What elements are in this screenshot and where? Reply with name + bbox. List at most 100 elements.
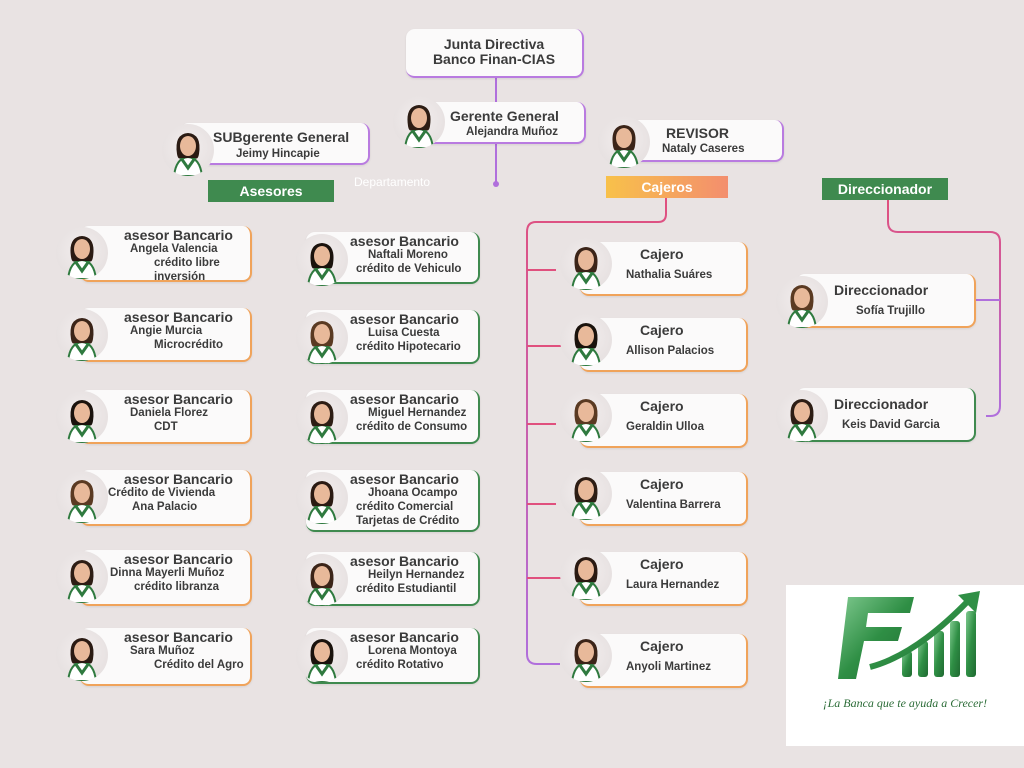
cajero-card-1-title: Cajero: [640, 246, 684, 262]
auditor-photo: [598, 116, 650, 168]
board-title-line2: Banco Finan-CIAS: [432, 51, 556, 67]
cajero-card-4-title: Cajero: [640, 476, 684, 492]
asesor-left-card-2-line-2: Microcrédito: [154, 339, 224, 351]
asesor-left-card-4-line-2: Ana Palacio: [132, 501, 198, 513]
cajero-card-3-title: Cajero: [640, 398, 684, 414]
manager-name: Alejandra Muñoz: [466, 126, 559, 138]
direccionador-card-2-title: Direccionador: [834, 396, 929, 412]
asesor-left-card-6-photo: [56, 629, 108, 681]
asesor-left-card-6-title: asesor Bancario: [124, 629, 233, 645]
asesor-left-card-1-line-1: Angela Valencia: [130, 243, 218, 255]
cajero-card-5-title: Cajero: [640, 556, 684, 572]
asesor-right-card-6-line-2: crédito Rotativo: [356, 659, 444, 671]
asesor-right-card-2-title: asesor Bancario: [350, 311, 459, 327]
asesor-right-card-2-photo: [296, 312, 348, 364]
auditor-title: REVISOR: [666, 125, 730, 141]
asesor-right-card-4-line-1: Jhoana Ocampo: [368, 487, 458, 499]
asesor-left-card-3-line-1: Daniela Florez: [130, 407, 208, 419]
asesor-left-card-1-title: asesor Bancario: [124, 227, 233, 243]
asesor-left-card-3-title: asesor Bancario: [124, 391, 233, 407]
asesor-right-card-5-line-1: Heilyn Hernandez: [368, 569, 465, 581]
asesor-right-card-4-line-3: Tarjetas de Crédito: [356, 515, 460, 527]
asesor-right-card-1-line-1: Naftali Moreno: [368, 249, 448, 261]
asesor-right-card-3-title: asesor Bancario: [350, 391, 459, 407]
cajero-card-1-line-1: Nathalia Suáres: [626, 269, 713, 281]
asesor-left-card-2-photo: [56, 309, 108, 361]
asesor-right-card-5-title: asesor Bancario: [350, 553, 459, 569]
asesor-right-card-6-title: asesor Bancario: [350, 629, 459, 645]
asesor-left-card-6-line-1: Sara Muñoz: [130, 645, 195, 657]
direccionador-card-1-line-1: Sofía Trujillo: [856, 305, 926, 317]
section-cajeros: Cajeros: [606, 176, 728, 198]
section-direccionador: Direccionador: [822, 178, 948, 200]
cajero-card-6-photo: [560, 630, 612, 682]
asesor-left-card-1-line-2: crédito libre: [154, 257, 220, 269]
cajero-card-2-photo: [560, 314, 612, 366]
manager-title: Gerente General: [450, 108, 559, 124]
cajero-card-4-photo: [560, 468, 612, 520]
asesor-left-card-5-line-1: Dinna Mayerli Muñoz: [110, 567, 225, 579]
asesor-right-card-4-title: asesor Bancario: [350, 471, 459, 487]
asesor-right-card-2-line-1: Luisa Cuesta: [368, 327, 440, 339]
asesor-right-card-3-line-2: crédito de Consumo: [356, 421, 468, 433]
asesor-right-card-2-line-2: crédito Hipotecario: [356, 341, 461, 353]
asesor-right-card-4-photo: [296, 472, 348, 524]
asesor-left-card-2-line-1: Angie Murcia: [130, 325, 203, 337]
bank-logo: ¡La Banca que te ayuda a Crecer!: [786, 585, 1024, 746]
asesor-right-card-6-line-1: Lorena Montoya: [368, 645, 457, 657]
cajero-card-6-title: Cajero: [640, 638, 684, 654]
department-label: Departamento: [354, 175, 431, 189]
cajero-card-4-line-1: Valentina Barrera: [626, 499, 721, 511]
auditor-name: Nataly Caseres: [662, 143, 745, 155]
cajero-card-3-photo: [560, 390, 612, 442]
cajero-card-2-line-1: Allison Palacios: [626, 345, 715, 357]
asesor-right-card-1-title: asesor Bancario: [350, 233, 459, 249]
asesor-right-card-5-line-2: crédito Estudiantil: [356, 583, 457, 595]
asesor-right-card-5-photo: [296, 554, 348, 606]
asesor-left-card-3-photo: [56, 391, 108, 443]
asesor-right-card-1-line-2: crédito de Vehiculo: [356, 263, 462, 275]
asesor-left-card-4-photo: [56, 471, 108, 523]
logo-tagline: ¡La Banca que te ayuda a Crecer!: [823, 696, 987, 710]
submanager-title: SUBgerente General: [213, 129, 350, 145]
asesor-left-card-6-line-2: Crédito del Agro: [154, 659, 244, 671]
direccionador-card-2-photo: [776, 390, 828, 442]
board-card: Junta Directiva Banco Finan-CIAS: [406, 29, 584, 78]
asesor-left-card-1-line-3: inversión: [154, 271, 206, 283]
cajero-card-2-title: Cajero: [640, 322, 684, 338]
board-title-line1: Junta Directiva: [443, 36, 545, 52]
section-asesores: Asesores: [208, 180, 334, 202]
asesor-left-card-5-title: asesor Bancario: [124, 551, 233, 567]
asesor-left-card-5-photo: [56, 551, 108, 603]
bank-logo-graphic: ¡La Banca que te ayuda a Crecer!: [823, 591, 987, 710]
cajero-card-3-line-1: Geraldin Ulloa: [626, 421, 704, 433]
asesor-left-card-4-title: asesor Bancario: [124, 471, 233, 487]
asesor-left-card-1-photo: [56, 227, 108, 279]
direccionador-card-1-title: Direccionador: [834, 282, 929, 298]
submanager-photo: [162, 124, 214, 176]
manager-photo: [393, 96, 445, 148]
asesor-right-card-3-line-1: Miguel Hernandez: [368, 407, 467, 419]
asesor-left-card-3-line-2: CDT: [154, 421, 178, 433]
asesor-left-card-4-line-1: Crédito de Vivienda: [108, 487, 216, 499]
asesor-right-card-1-photo: [296, 234, 348, 286]
cajero-card-5-photo: [560, 548, 612, 600]
asesor-right-card-3-photo: [296, 392, 348, 444]
cajero-card-6-line-1: Anyoli Martinez: [626, 661, 711, 673]
asesor-right-card-4-line-2: crédito Comercial: [356, 501, 454, 513]
cajero-card-5-line-1: Laura Hernandez: [626, 579, 720, 591]
direccionador-card-2-line-1: Keis David Garcia: [842, 419, 940, 431]
submanager-name: Jeimy Hincapie: [236, 148, 320, 160]
asesor-left-card-2-title: asesor Bancario: [124, 309, 233, 325]
asesor-right-card-6-photo: [296, 630, 348, 682]
direccionador-card-1-photo: [776, 276, 828, 328]
asesor-left-card-5-line-2: crédito libranza: [134, 581, 219, 593]
cajero-card-1-photo: [560, 238, 612, 290]
